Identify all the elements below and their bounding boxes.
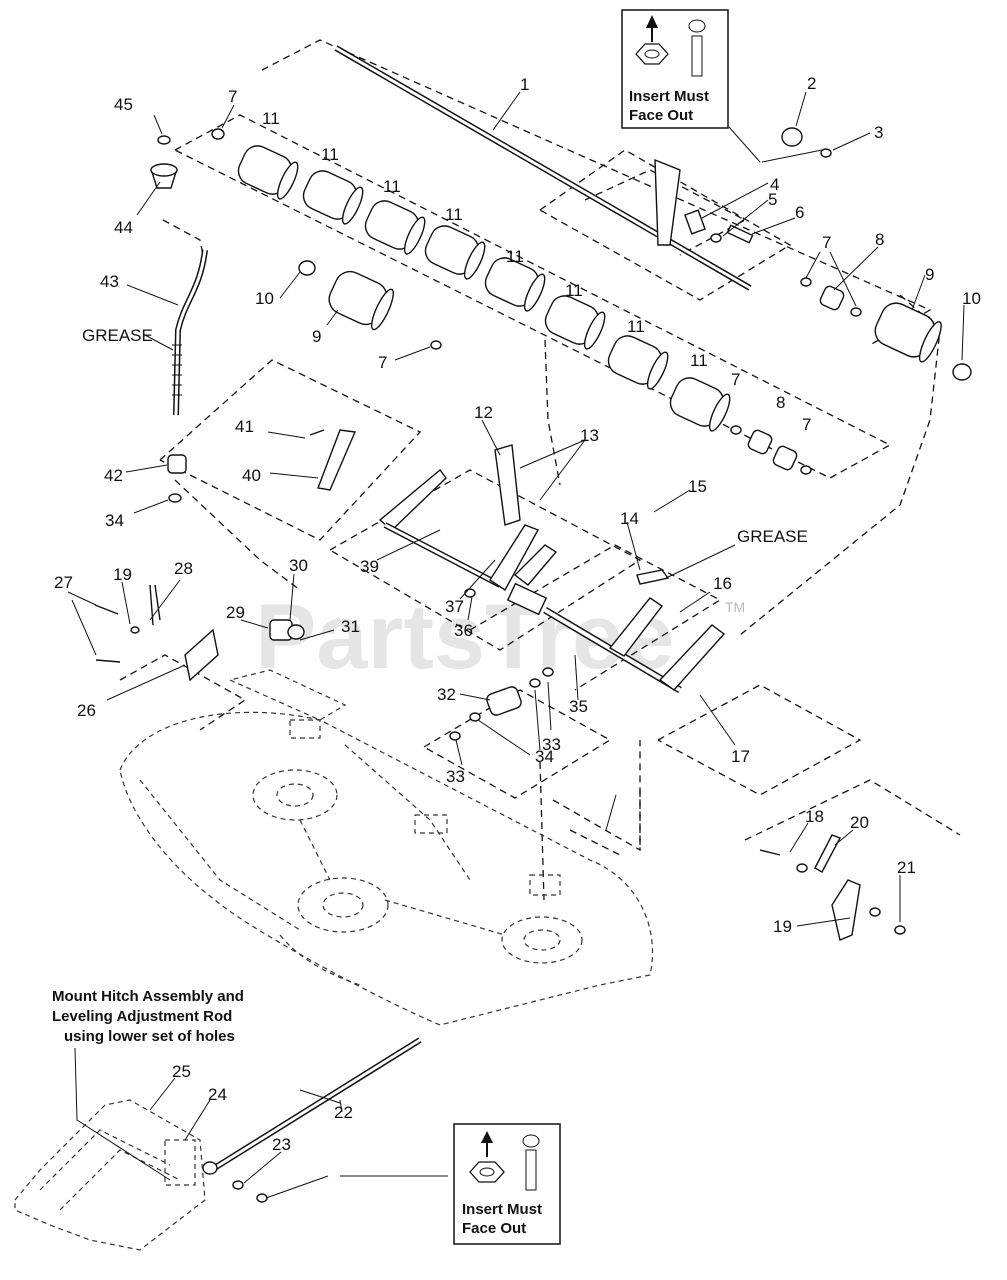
callout-44: 44 [114,218,133,237]
callout-1: 1 [520,75,529,94]
callout-19: 19 [113,565,132,584]
shaft-1 [334,45,752,291]
callout-7: 7 [802,415,811,434]
callout-11: 11 [565,281,583,300]
callout-18: 18 [805,807,824,826]
callout-11: 11 [445,205,463,224]
rollers [211,127,972,475]
callout-9: 9 [925,265,934,284]
callout-10: 10 [962,289,981,308]
leader-lines [67,91,965,1199]
callout-8: 8 [776,393,785,412]
callout-3: 3 [874,123,883,142]
callout-9: 9 [312,327,321,346]
left-bracket [94,429,325,682]
inset-bottom-line2: Face Out [462,1220,526,1237]
callout-23: 23 [272,1135,291,1154]
leveling-rod [202,1037,422,1203]
inset-top-line1: Insert Must [629,88,709,105]
callout-45: 45 [114,95,133,114]
callout-7: 7 [822,233,831,252]
callout-26: 26 [77,701,96,720]
callout-20: 20 [850,813,869,832]
watermark-trademark: TM [725,599,745,615]
callout-33: 33 [446,767,465,786]
height-adjust-rod [150,135,208,503]
callout-27: 27 [54,573,73,592]
callout-15: 15 [688,477,707,496]
callout-11: 11 [690,351,708,370]
grease-label-pivot: GREASE [737,527,808,546]
inset-bottom: Insert Must Face Out [453,1123,561,1245]
callout-7: 7 [228,87,237,106]
callout-29: 29 [226,603,245,622]
callout-4: 4 [770,175,779,194]
callout-8: 8 [875,230,884,249]
callout-13: 13 [580,426,599,445]
mount-note-line1: Mount Hitch Assembly and [52,988,244,1005]
callout-42: 42 [104,466,123,485]
callout-31: 31 [341,617,360,636]
right-bracket [759,834,906,941]
callout-16: 16 [713,574,732,593]
callout-34: 34 [105,511,124,530]
callout-19: 19 [773,917,792,936]
callout-41: 41 [235,417,254,436]
assembly-outlines [119,39,961,901]
callout-21: 21 [897,858,916,877]
callout-10: 10 [255,289,274,308]
callout-11: 11 [506,247,524,266]
callouts: 1 2 3 4 5 6 7 7 7 7 7 8 8 9 9 10 10 11 1… [54,74,981,1154]
callout-36: 36 [454,621,473,640]
callout-33: 33 [542,735,561,754]
callout-22: 22 [334,1103,353,1122]
lift-linkage [317,429,726,741]
callout-37: 37 [445,597,464,616]
callout-25: 25 [172,1062,191,1081]
callout-11: 11 [321,145,339,164]
inset-bottom-line1: Insert Must [462,1201,542,1218]
callout-6: 6 [795,203,804,222]
inset-top: Insert Must Face Out [621,9,729,129]
callout-35: 35 [569,697,588,716]
callout-43: 43 [100,272,119,291]
callout-39: 39 [360,557,379,576]
callout-7: 7 [731,370,740,389]
height-bracket [654,158,754,246]
mower-deck [119,669,654,1026]
callout-12: 12 [474,403,493,422]
callout-34: 34 [535,747,554,766]
callout-24: 24 [208,1085,227,1104]
grease-label-rod: GREASE [82,326,153,345]
callout-11: 11 [383,177,401,196]
inset-top-line2: Face Out [629,107,693,124]
callout-28: 28 [174,559,193,578]
mount-note-line2: Leveling Adjustment Rod [52,1008,232,1025]
callout-40: 40 [242,466,261,485]
callout-11: 11 [627,317,645,336]
hitch-assembly [14,1099,206,1251]
callout-17: 17 [731,747,750,766]
callout-5: 5 [768,190,777,209]
mount-note-line3: using lower set of holes [64,1028,235,1045]
callout-11: 11 [262,109,280,128]
callout-32: 32 [437,685,456,704]
callout-7: 7 [378,353,387,372]
callout-30: 30 [289,556,308,575]
callout-14: 14 [620,509,639,528]
callout-2: 2 [807,74,816,93]
